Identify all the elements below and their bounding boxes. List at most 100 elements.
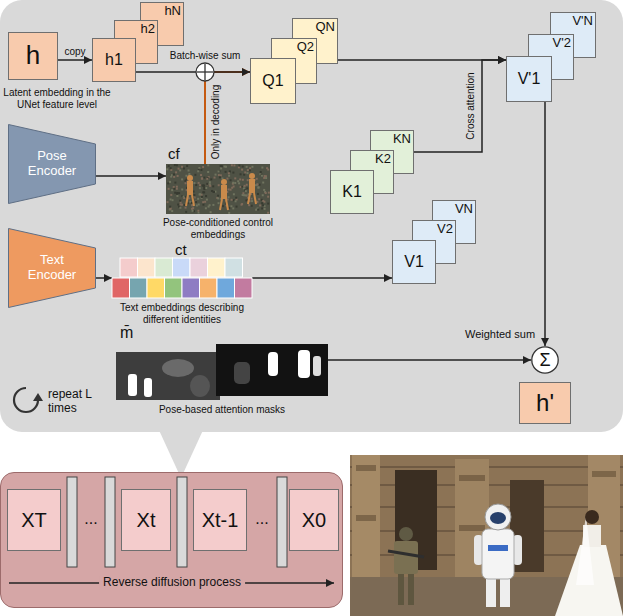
- noise-dot: [251, 200, 253, 202]
- noise-dot: [206, 183, 208, 185]
- noise-dot: [198, 203, 200, 205]
- noise-dot: [199, 193, 201, 195]
- pose-figure: [221, 179, 227, 185]
- noise-dot: [232, 207, 234, 209]
- noise-dot: [202, 166, 204, 168]
- embedding-cell: [200, 278, 218, 298]
- noise-dot: [185, 182, 187, 184]
- noise-dot: [257, 186, 259, 188]
- noise-dot: [262, 194, 264, 196]
- latent-copy: h1: [92, 38, 136, 82]
- latent-state: Xt: [121, 489, 171, 551]
- noise-dot: [220, 167, 222, 169]
- embedding-cell: [173, 258, 191, 277]
- noise-dot: [247, 179, 249, 181]
- noise-dot: [206, 199, 208, 201]
- noise-dot: [168, 165, 170, 167]
- noise-dot: [173, 173, 175, 175]
- noise-dot: [210, 211, 212, 213]
- noise-dot: [261, 202, 263, 204]
- noise-dot: [217, 197, 219, 199]
- noise-dot: [241, 204, 243, 206]
- noise-dot: [251, 198, 253, 200]
- noise-dot: [167, 182, 169, 184]
- noise-dot: [174, 192, 176, 194]
- noise-dot: [209, 181, 211, 183]
- node-text: V'2: [553, 36, 571, 51]
- embedding-cell: [130, 278, 148, 298]
- noise-dot: [264, 175, 266, 177]
- noise-dot: [234, 177, 236, 179]
- embedding-cell: [155, 258, 173, 277]
- noise-dot: [202, 204, 204, 206]
- mask-figure: [268, 352, 278, 376]
- noise-dot: [200, 169, 202, 171]
- noise-dot: [199, 184, 201, 186]
- noise-dot: [246, 184, 248, 186]
- mask-image: [116, 352, 220, 400]
- embedding-cell: [225, 258, 243, 277]
- noise-dot: [220, 165, 222, 167]
- noise-dot: [201, 196, 203, 198]
- noise-dot: [199, 187, 201, 189]
- noise-dot: [265, 192, 267, 194]
- noise-dot: [209, 185, 211, 187]
- noise-dot: [167, 201, 169, 203]
- noise-dot: [176, 192, 178, 194]
- noise-dot: [185, 211, 187, 213]
- text-encoder: Text Encoder: [8, 228, 96, 308]
- noise-dot: [207, 164, 209, 166]
- noise-dot: [206, 183, 208, 185]
- node-text: XT: [21, 509, 47, 532]
- noise-dot: [173, 176, 175, 178]
- edge-label: Cross attention: [465, 72, 477, 139]
- generated-photo-part: [459, 525, 485, 531]
- generated-photo-part: [394, 541, 418, 574]
- noise-dot: [203, 177, 205, 179]
- pose-figure: [187, 181, 193, 195]
- unet-bar: [177, 477, 187, 567]
- noise-dot: [178, 192, 180, 194]
- connector-arrow: [96, 277, 112, 279]
- noise-dot: [197, 210, 199, 212]
- generated-photo: [350, 455, 623, 616]
- figure-caption: Text embeddings describing different ide…: [107, 302, 257, 325]
- noise-dot: [176, 188, 178, 190]
- noise-dot: [233, 199, 235, 201]
- noise-dot: [247, 172, 249, 174]
- noise-dot: [181, 178, 183, 180]
- callout-tail-part: [158, 428, 204, 478]
- connectors: [58, 60, 545, 360]
- noise-dot: [204, 201, 206, 203]
- edge-label: Weighted sum: [465, 328, 535, 341]
- text-embedding-art: [112, 258, 252, 298]
- noise-image: [166, 164, 270, 214]
- connector-arrow: [338, 59, 506, 61]
- noise-dot: [232, 182, 234, 184]
- noise-dot: [218, 202, 220, 204]
- noise-dot: [219, 176, 221, 178]
- generated-photo-part: [399, 527, 413, 541]
- noise-dot: [215, 174, 217, 176]
- noise-dot: [261, 175, 263, 177]
- noise-dot: [207, 177, 209, 179]
- noise-dot: [206, 178, 208, 180]
- generated-photo-part: [490, 512, 506, 524]
- noise-dot: [194, 174, 196, 176]
- noise-dot: [229, 170, 231, 172]
- noise-dot: [235, 200, 237, 202]
- node-text: V2: [437, 222, 453, 237]
- noise-dot: [261, 167, 263, 169]
- noise-dot: [188, 197, 190, 199]
- noise-dot: [193, 182, 195, 184]
- noise-dot: [230, 179, 232, 181]
- attention-mask: m̄Pose-based attention masks: [116, 344, 328, 400]
- node-text: Pose Encoder: [20, 149, 84, 179]
- symbol-label: cf: [168, 145, 180, 162]
- noise-dot: [212, 185, 214, 187]
- process-label: Reverse diffusion process: [99, 576, 245, 590]
- noise-dot: [170, 174, 172, 176]
- output-box: V'1: [506, 56, 552, 102]
- noise-dot: [244, 185, 246, 187]
- noise-dot: [267, 196, 269, 198]
